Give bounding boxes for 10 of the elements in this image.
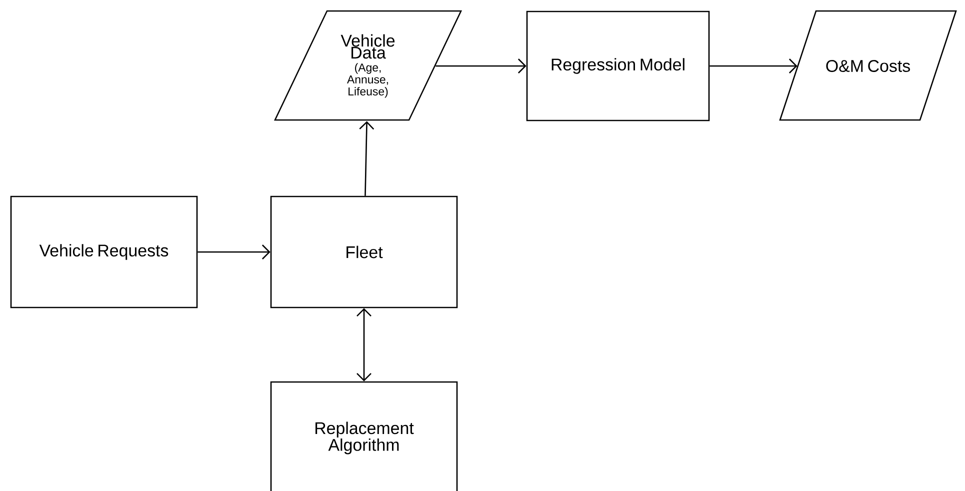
data-parallelogram: O&M Costs [779,10,957,121]
process-box: Vehicle Requests [10,196,198,308]
process-box: Regression Model [526,10,710,122]
arrow [710,58,798,74]
arrow [198,244,270,260]
arrow [436,58,526,74]
process-box: Fleet [270,196,458,308]
process-box: Replacement Algorithm [270,381,458,491]
arrow [356,308,372,382]
arrow [359,121,374,196]
